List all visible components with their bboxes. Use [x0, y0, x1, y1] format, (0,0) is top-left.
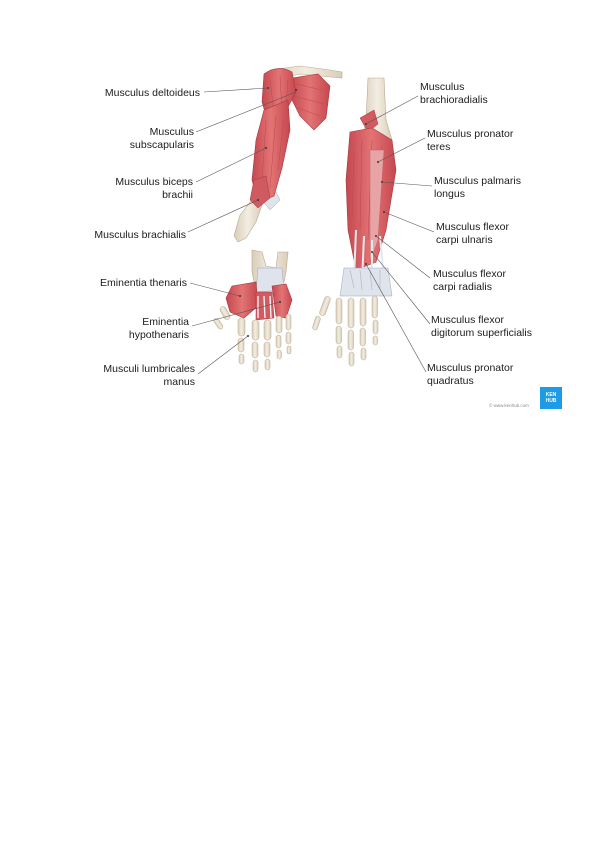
label-musculus-palmaris-longus: Musculus palmaris longus [434, 175, 521, 200]
label-line: subscapularis [129, 138, 194, 151]
label-eminentia-hypothenaris: Eminentia hypothenaris [70, 316, 189, 341]
label-line: Musculus pronator [427, 362, 514, 374]
label-musculus-pronator-quadratus: Musculus pronator quadratus [427, 362, 513, 387]
label-line: Musculus flexor [431, 314, 504, 326]
label-musculus-flexor-carpi-ulnaris: Musculus flexor carpi ulnaris [436, 221, 509, 246]
label-musculus-biceps-brachii: Musculus biceps brachii [70, 176, 193, 201]
label-line: Musculus deltoideus [104, 87, 200, 99]
label-line: Musculi lumbricales [103, 363, 195, 375]
label-line: Musculus flexor [433, 268, 506, 280]
label-eminentia-thenaris: Eminentia thenaris [60, 277, 187, 290]
label-musculi-lumbricales-manus: Musculi lumbricales manus [70, 363, 195, 388]
label-line: hypothenaris [128, 328, 189, 341]
label-line: Musculus biceps [115, 176, 193, 188]
forearm-illustration [312, 77, 397, 367]
label-line: Musculus [149, 126, 194, 138]
label-line: Eminentia [142, 316, 189, 328]
label-line: Musculus pronator [427, 128, 514, 140]
label-line: manus [163, 375, 195, 388]
label-musculus-subscapularis: Musculus subscapularis [70, 126, 194, 151]
label-line: brachioradialis [420, 93, 488, 106]
label-line: Musculus brachialis [94, 229, 186, 241]
leader-lines [187, 87, 435, 375]
kenhub-logo: KEN HUB [540, 387, 562, 409]
label-musculus-flexor-digitorum-superficialis: Musculus flexor digitorum superficialis [431, 314, 532, 339]
label-musculus-deltoideus: Musculus deltoideus [70, 87, 200, 100]
label-line: quadratus [427, 374, 474, 387]
label-line: digitorum superficialis [431, 326, 532, 339]
label-musculus-flexor-carpi-radialis: Musculus flexor carpi radialis [433, 268, 506, 293]
upper-arm-illustration [233, 65, 343, 243]
label-musculus-pronator-teres: Musculus pronator teres [427, 128, 513, 153]
logo-line: KEN [545, 392, 557, 398]
label-line: Musculus palmaris [434, 175, 521, 187]
label-line: Musculus [420, 81, 465, 93]
label-line: Eminentia thenaris [100, 277, 187, 289]
logo-line: HUB [545, 398, 557, 404]
label-line: Musculus flexor [436, 221, 509, 233]
copyright-text: © www.kenhub.com [489, 403, 529, 408]
label-line: carpi radialis [433, 280, 492, 293]
label-musculus-brachioradialis: Musculus brachioradialis [420, 81, 488, 106]
label-line: brachii [162, 188, 193, 201]
hand-illustration [213, 249, 293, 373]
label-line: teres [427, 140, 451, 153]
label-line: longus [434, 187, 465, 200]
label-line: carpi ulnaris [436, 233, 493, 246]
label-musculus-brachialis: Musculus brachialis [60, 229, 186, 242]
